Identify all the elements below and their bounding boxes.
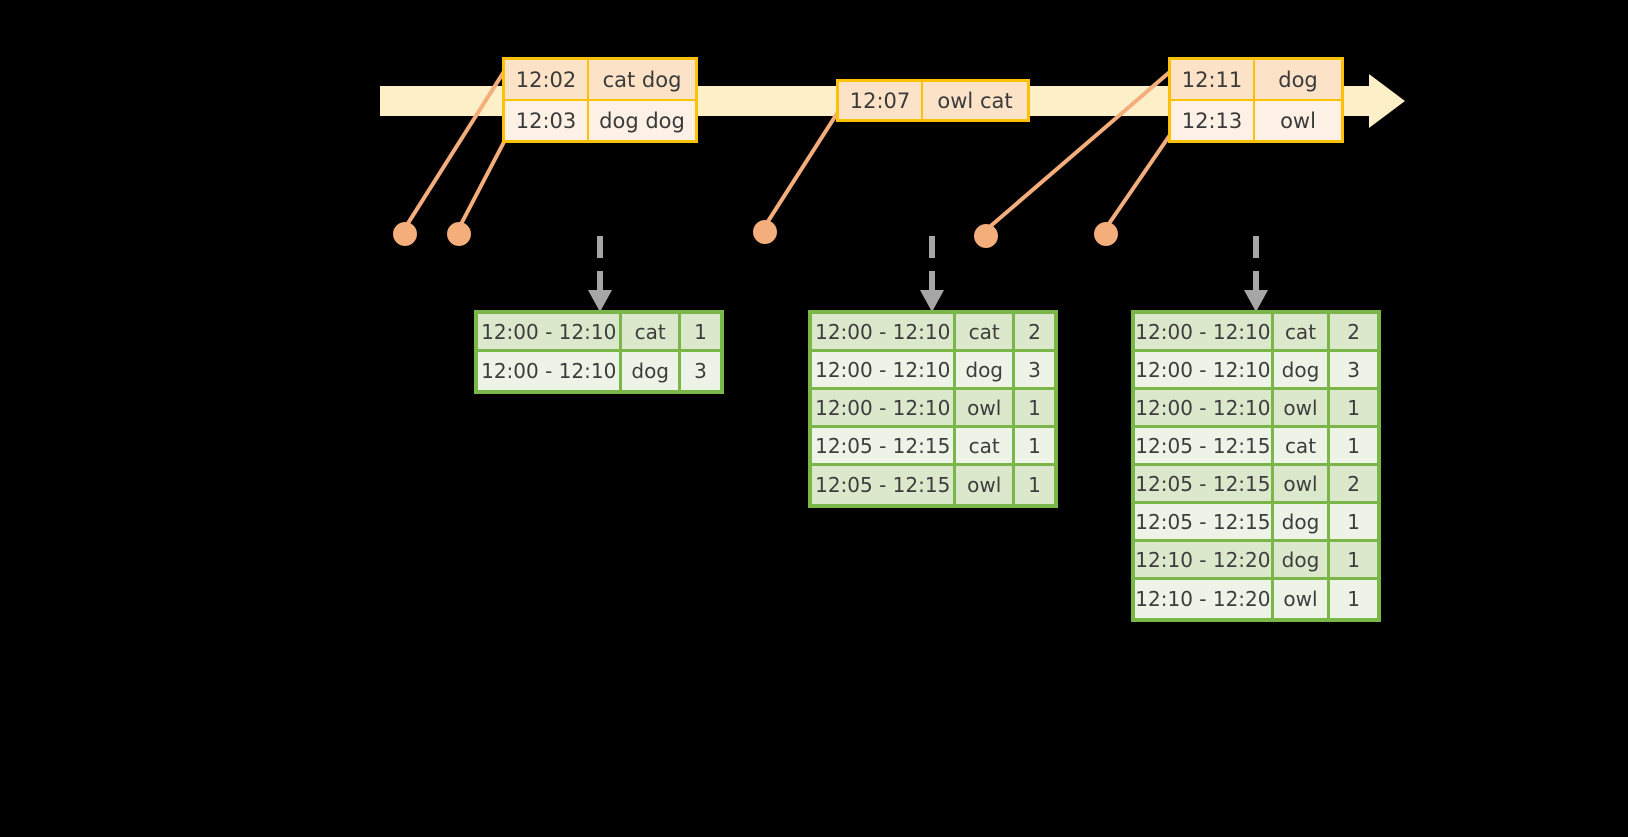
emission-dot-2: [447, 222, 471, 246]
cell-key: dog: [1273, 504, 1331, 542]
cell-window: 12:00 - 12:10: [812, 352, 957, 390]
event-value: dog: [1255, 60, 1341, 99]
cell-window: 12:05 - 12:15: [1135, 428, 1274, 466]
cell-count: 1: [1330, 428, 1377, 466]
cell-window: 12:00 - 12:10: [812, 390, 957, 428]
cell-key: dog: [1273, 352, 1331, 390]
cell-count: 1: [1015, 466, 1055, 504]
event-row[interactable]: 12:13 owl: [1171, 99, 1341, 140]
connector-line-2: [457, 138, 507, 230]
cell-count: 1: [1330, 542, 1377, 580]
emission-dot-3: [753, 220, 777, 244]
event-value: owl cat: [923, 82, 1027, 119]
event-group-2[interactable]: 12:07 owl cat: [836, 79, 1030, 122]
cell-count: 1: [1015, 390, 1055, 428]
cell-count: 2: [1330, 466, 1377, 504]
cell-window: 12:05 - 12:15: [1135, 466, 1274, 504]
event-value: dog dog: [589, 101, 695, 140]
event-time: 12:03: [505, 101, 589, 140]
event-group-1[interactable]: 12:02 cat dog 12:03 dog dog: [502, 57, 698, 143]
event-row[interactable]: 12:02 cat dog: [505, 60, 695, 99]
event-row[interactable]: 12:11 dog: [1171, 60, 1341, 99]
cell-window: 12:10 - 12:20: [1135, 542, 1274, 580]
cell-count: 1: [1330, 580, 1377, 618]
cell-count: 2: [1330, 314, 1377, 352]
cell-key: owl: [1273, 466, 1331, 504]
cell-count: 3: [1330, 352, 1377, 390]
cell-window: 12:00 - 12:10: [1135, 314, 1274, 352]
event-time: 12:13: [1171, 101, 1255, 140]
emission-dot-4: [974, 224, 998, 248]
cell-key: cat: [956, 314, 1015, 352]
cell-window: 12:00 - 12:10: [478, 352, 623, 390]
cell-key: cat: [956, 428, 1015, 466]
connector-line-5: [1104, 130, 1174, 230]
cell-window: 12:00 - 12:10: [1135, 352, 1274, 390]
cell-count: 3: [681, 352, 721, 390]
cell-window: 12:00 - 12:10: [478, 314, 623, 352]
timeline-arrowhead: [1369, 74, 1405, 128]
cell-window: 12:05 - 12:15: [812, 466, 957, 504]
cell-key: owl: [1273, 390, 1331, 428]
cell-key: owl: [956, 466, 1015, 504]
event-time: 12:07: [839, 82, 923, 119]
cell-key: cat: [1273, 314, 1331, 352]
cell-key: owl: [1273, 580, 1331, 618]
result-arrow-head-2: [920, 290, 944, 312]
emission-dot-1: [393, 222, 417, 246]
event-value: owl: [1255, 101, 1341, 140]
result-arrow-head-1: [588, 290, 612, 312]
cell-window: 12:05 - 12:15: [1135, 504, 1274, 542]
cell-window: 12:05 - 12:15: [812, 428, 957, 466]
event-time: 12:11: [1171, 60, 1255, 99]
cell-window: 12:00 - 12:10: [812, 314, 957, 352]
cell-window: 12:10 - 12:20: [1135, 580, 1274, 618]
emission-dot-5: [1094, 222, 1118, 246]
cell-key: dog: [1273, 542, 1331, 580]
event-group-3[interactable]: 12:11 dog 12:13 owl: [1168, 57, 1344, 143]
event-value: cat dog: [589, 60, 695, 99]
cell-key: cat: [622, 314, 681, 352]
cell-key: dog: [956, 352, 1015, 390]
cell-key: dog: [622, 352, 681, 390]
cell-count: 1: [1330, 390, 1377, 428]
cell-window: 12:00 - 12:10: [1135, 390, 1274, 428]
event-row[interactable]: 12:03 dog dog: [505, 99, 695, 140]
cell-key: cat: [1273, 428, 1331, 466]
cell-count: 1: [1330, 504, 1377, 542]
cell-count: 1: [1015, 428, 1055, 466]
cell-count: 1: [681, 314, 721, 352]
connector-line-3: [763, 110, 840, 228]
event-row[interactable]: 12:07 owl cat: [839, 82, 1027, 119]
event-time: 12:02: [505, 60, 589, 99]
cell-count: 2: [1015, 314, 1055, 352]
result-arrow-head-3: [1244, 290, 1268, 312]
cell-key: owl: [956, 390, 1015, 428]
cell-count: 3: [1015, 352, 1055, 390]
